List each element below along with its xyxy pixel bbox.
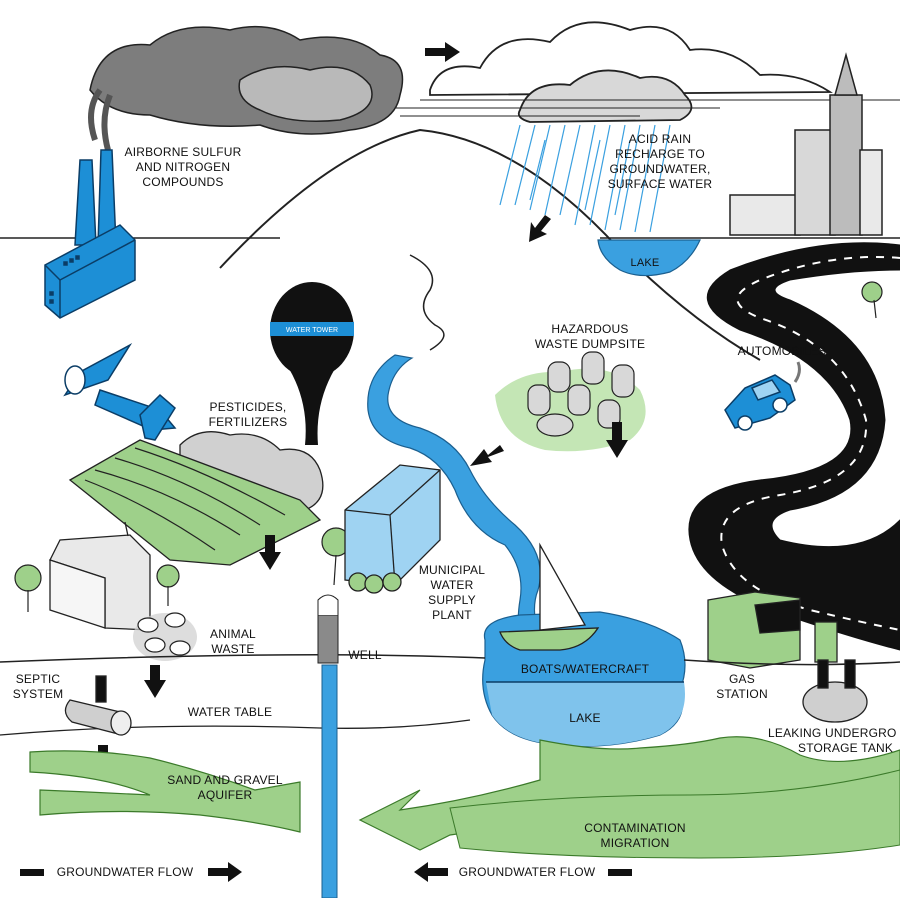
top-lake <box>597 239 701 277</box>
barn-icon <box>49 521 151 631</box>
rain-clouds <box>429 21 833 123</box>
gas-station-icon <box>707 591 838 669</box>
groundwater-flow-right-label: GROUNDWATER FLOW <box>458 865 596 879</box>
cloud-lines <box>380 99 900 117</box>
storage-tank-icon <box>802 659 868 723</box>
river-outline <box>409 254 445 351</box>
top-lake-label: LAKE <box>630 257 660 269</box>
crop-rows <box>84 447 286 551</box>
boats-label: BOATS/WATERCRAFT <box>520 662 650 676</box>
municipal-plant-icon <box>344 464 441 594</box>
contamination-plume-left <box>29 750 301 833</box>
crop-duster-plane-icon <box>63 342 177 441</box>
arrow-icon <box>606 422 628 458</box>
water-tower-label: WATER TOWER <box>286 327 338 334</box>
arrow-icon <box>470 445 504 466</box>
tree-icon <box>861 281 883 319</box>
water-table-label: WATER TABLE <box>187 705 273 719</box>
lake-label: LAKE <box>569 711 601 725</box>
arrow-icon <box>529 215 551 242</box>
arrow-icon <box>144 665 166 698</box>
barrels-icon <box>527 351 635 437</box>
tree-icon <box>321 527 351 586</box>
acid-rain <box>499 124 671 233</box>
factory-icon <box>44 149 136 319</box>
arrow-icon <box>414 862 448 882</box>
arrow-icon <box>259 535 281 570</box>
septic-tank-icon <box>64 675 132 736</box>
road <box>688 242 900 651</box>
contamination-plume-lower <box>449 769 900 859</box>
lake-lower <box>486 682 685 747</box>
sheep-icon <box>137 612 191 656</box>
city-buildings <box>729 52 883 236</box>
well-icon <box>317 594 339 898</box>
ground-line <box>0 654 900 666</box>
arrow-icon <box>208 862 242 882</box>
water-table-line <box>0 719 471 736</box>
tree-icon <box>156 564 180 606</box>
arrow-icon <box>425 42 460 62</box>
water-tower-icon: WATER TOWER <box>270 282 354 445</box>
flow-dash-left <box>20 869 44 876</box>
groundwater-flow-left-label: GROUNDWATER FLOW <box>56 865 194 879</box>
flow-dash-right <box>608 869 632 876</box>
boat-icon <box>499 542 600 651</box>
car-icon <box>724 361 801 431</box>
mountain <box>219 128 761 361</box>
factory-smoke <box>88 25 404 151</box>
pesticides-label: PESTICIDES,FERTILIZERS <box>208 400 288 429</box>
tree-icon <box>14 564 42 612</box>
automobiles-label: AUTOMOBILES <box>737 344 827 358</box>
well-label: WELL <box>348 648 382 662</box>
crop-field <box>68 439 322 566</box>
